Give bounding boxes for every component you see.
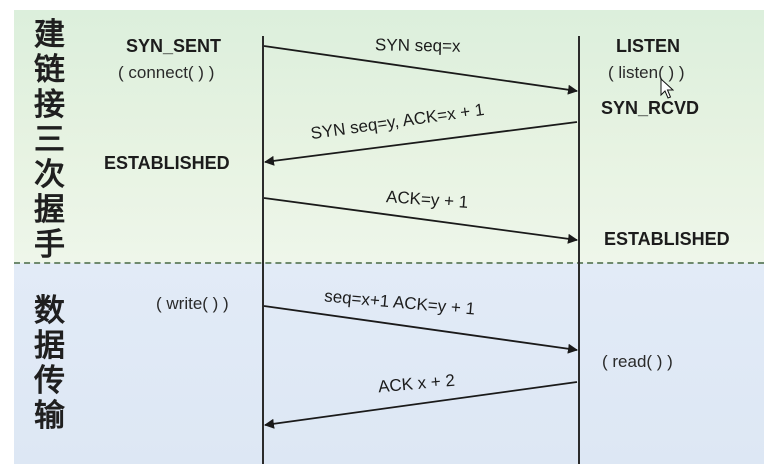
server-state-established: ESTABLISHED — [604, 229, 730, 249]
handshake-label-char: 链 — [34, 52, 66, 88]
server-listen-call: ( listen( ) ) — [608, 63, 685, 82]
data-label-char: 据 — [34, 328, 66, 364]
data-transfer-section-label: 数据传输 — [28, 294, 72, 434]
data-label-char: 输 — [34, 398, 66, 434]
client-state-syn-sent: SYN_SENT — [126, 36, 222, 56]
handshake-section-label: 建链接三次握手 — [28, 18, 72, 263]
arrow-data — [263, 305, 578, 354]
server-state-listen: LISTEN — [616, 36, 681, 56]
handshake-label-char: 手 — [34, 227, 66, 263]
handshake-section — [14, 10, 764, 263]
arrow-syn-ack — [264, 121, 578, 166]
arrow-ack — [263, 197, 578, 244]
handshake-label-char: 次 — [34, 157, 66, 193]
data-label-char: 数 — [34, 293, 66, 329]
client-timeline — [262, 36, 264, 464]
client-connect-call: ( connect( ) ) — [118, 63, 215, 82]
handshake-label-char: 三 — [34, 122, 66, 158]
data-transfer-section — [14, 263, 764, 464]
mouse-cursor-icon — [660, 78, 674, 99]
arrow-data-ack — [264, 381, 578, 429]
client-write-call: ( write( ) ) — [156, 294, 229, 313]
client-state-established: ESTABLISHED — [104, 153, 230, 173]
data-label-char: 传 — [34, 363, 66, 399]
handshake-label-char: 握 — [34, 192, 66, 228]
server-state-syn-rcvd: SYN_RCVD — [601, 98, 700, 118]
handshake-label-char: 接 — [34, 87, 66, 123]
server-read-call: ( read( ) ) — [602, 352, 673, 371]
arrow-syn — [263, 45, 578, 95]
handshake-label-char: 建 — [34, 17, 66, 53]
server-timeline — [578, 36, 580, 464]
section-divider — [14, 262, 764, 264]
